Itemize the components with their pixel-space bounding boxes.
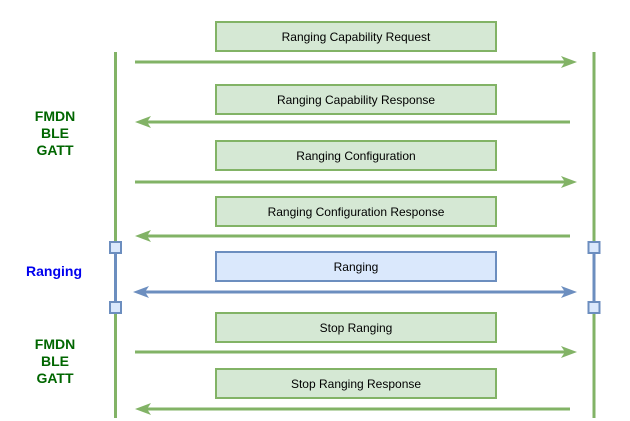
right-arrowhead-icon bbox=[561, 56, 577, 68]
left-arrowhead-icon bbox=[135, 116, 151, 128]
right-ranging-end-marker bbox=[587, 301, 601, 314]
right-arrowhead-icon bbox=[561, 176, 577, 188]
message-box-ranging-configuration-response: Ranging Configuration Response bbox=[215, 196, 497, 227]
phase-label-line: FMDN bbox=[34, 108, 76, 124]
left-arrowhead-icon bbox=[133, 286, 149, 298]
message-box-ranging-capability-request: Ranging Capability Request bbox=[215, 21, 497, 52]
phase-label-line: BLE bbox=[41, 125, 69, 141]
phase-label-line: GATT bbox=[36, 370, 74, 386]
message-box-ranging: Ranging bbox=[215, 251, 497, 282]
phase-label-line: GATT bbox=[36, 142, 74, 158]
phase-label-fmdn-ble-gatt-top: FMDN BLE GATT bbox=[10, 108, 100, 159]
arrow-ranging-bidirectional bbox=[133, 286, 577, 298]
arrow-ranging-configuration bbox=[135, 176, 577, 188]
message-box-stop-ranging: Stop Ranging bbox=[215, 312, 497, 343]
arrow-ranging-capability-request bbox=[135, 56, 577, 68]
phase-label-line: BLE bbox=[41, 353, 69, 369]
message-box-ranging-capability-response: Ranging Capability Response bbox=[215, 84, 497, 115]
arrow-ranging-capability-response bbox=[135, 116, 570, 128]
arrow-ranging-configuration-response bbox=[135, 230, 570, 242]
arrow-stop-ranging-response bbox=[135, 403, 570, 415]
right-ranging-start-marker bbox=[587, 241, 601, 254]
left-arrowhead-icon bbox=[135, 230, 151, 242]
message-box-ranging-configuration: Ranging Configuration bbox=[215, 140, 497, 171]
arrow-stop-ranging bbox=[135, 346, 577, 358]
phase-label-line: FMDN bbox=[34, 336, 76, 352]
message-box-stop-ranging-response: Stop Ranging Response bbox=[215, 368, 497, 399]
left-ranging-end-marker bbox=[109, 301, 122, 314]
phase-label-ranging: Ranging bbox=[26, 263, 82, 279]
phase-label-fmdn-ble-gatt-bottom: FMDN BLE GATT bbox=[10, 336, 100, 387]
right-arrowhead-icon bbox=[561, 286, 577, 298]
right-arrowhead-icon bbox=[561, 346, 577, 358]
left-arrowhead-icon bbox=[135, 403, 151, 415]
left-ranging-start-marker bbox=[109, 241, 122, 254]
